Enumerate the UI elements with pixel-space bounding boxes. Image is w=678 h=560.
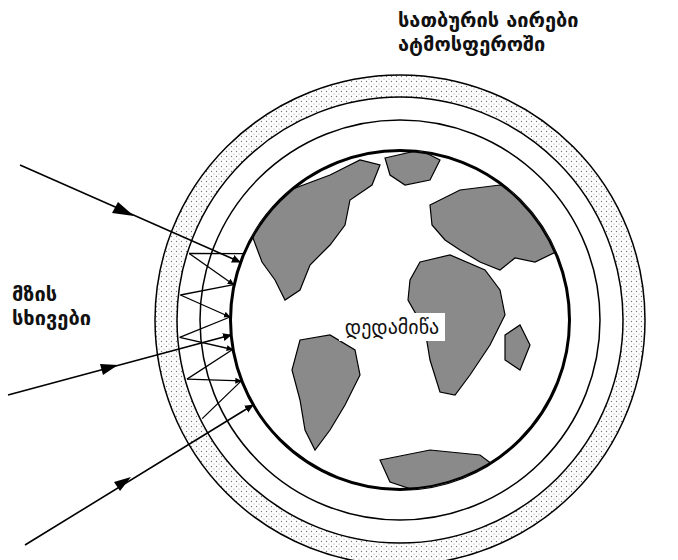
sun-ray xyxy=(25,405,253,545)
trapped-heat-rays xyxy=(180,254,244,419)
earth-globe: დედამიწა xyxy=(230,150,570,490)
globe xyxy=(230,150,570,490)
reflected-ray xyxy=(189,254,234,285)
rays-label: მზის სხივები xyxy=(12,282,127,330)
ray-arrowhead xyxy=(100,364,118,375)
node-label: დედამიწა xyxy=(339,313,445,341)
reflected-ray xyxy=(180,317,230,337)
reflected-ray xyxy=(180,285,233,295)
ring-outline xyxy=(177,97,623,543)
reflected-ray xyxy=(187,350,233,380)
sun-ray xyxy=(20,165,240,262)
reflected-ray xyxy=(180,337,233,349)
reflected-ray xyxy=(187,379,241,381)
gas-label: სათბურის აირები ატმოსფეროში xyxy=(398,8,668,56)
ray-arrowhead xyxy=(112,202,134,216)
sun-ray xyxy=(8,335,231,395)
gas-layer xyxy=(166,86,634,554)
ring-outline xyxy=(155,75,645,560)
ray-arrowhead xyxy=(114,477,131,491)
ring-outline xyxy=(200,120,600,520)
reflected-ray xyxy=(202,381,241,419)
reflected-ray xyxy=(180,295,230,317)
reflected-ray xyxy=(189,253,243,254)
